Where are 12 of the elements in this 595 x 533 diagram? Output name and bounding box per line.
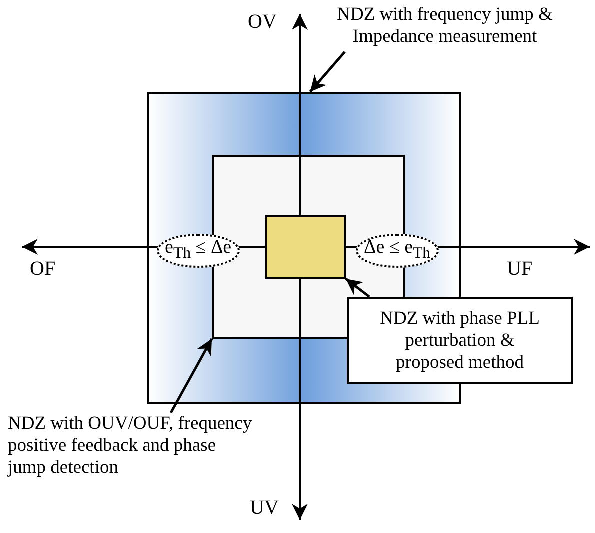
- annotation-text: NDZ with frequency jump & Impedance measurement: [300, 4, 590, 52]
- axis-label: OF: [30, 257, 56, 281]
- axis-label: OV: [248, 10, 277, 34]
- callout-text: NDZ with phase PLL perturbation & proposed method: [379, 308, 541, 374]
- annotation-text: NDZ with OUV/OUF, frequency positive feedback and phase jump detection: [8, 413, 255, 483]
- center-region-box: [265, 215, 346, 279]
- leader-arrow: [309, 51, 346, 93]
- leader-arrow: [345, 278, 370, 298]
- axis-label: UV: [250, 496, 279, 520]
- axis-label: UF: [507, 257, 533, 281]
- callout-box: [347, 297, 573, 384]
- leader-arrow: [170, 338, 214, 414]
